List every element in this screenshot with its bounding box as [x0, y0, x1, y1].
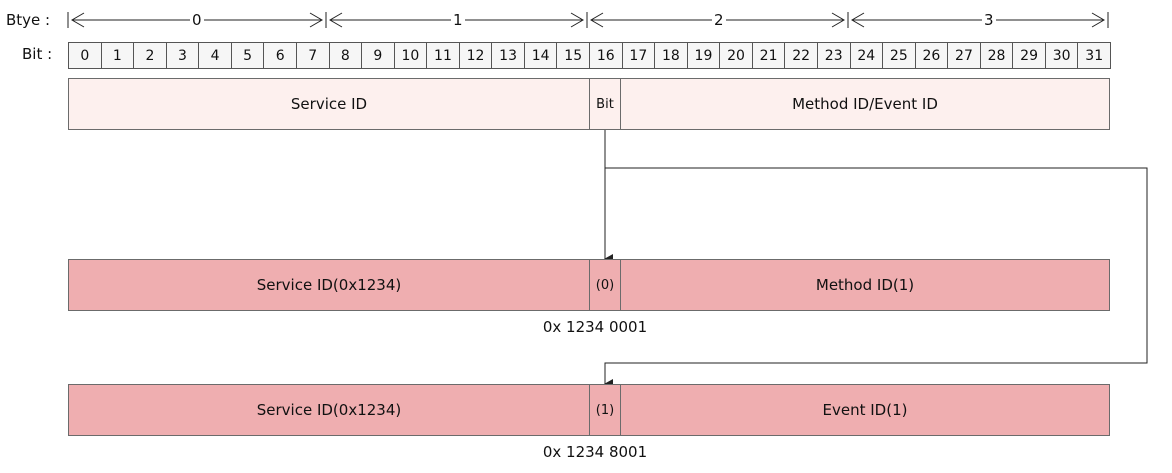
bit-number-cell: 27	[947, 42, 981, 69]
bit-number-cell: 15	[556, 42, 590, 69]
bit-number-cell: 22	[784, 42, 818, 69]
bit-number-cell: 13	[491, 42, 525, 69]
bit-number-cell: 14	[523, 42, 558, 69]
event-service-id-label: Service ID(0x1234)	[256, 401, 402, 419]
bit-number-cell: 30	[1044, 42, 1079, 69]
flag-bit-field: Bit	[589, 78, 621, 130]
bit-number-cell: 25	[882, 42, 916, 69]
service-id-field: Service ID	[68, 78, 590, 130]
bit-number-cell: 2	[133, 42, 167, 69]
bit-number-cell: 0	[68, 42, 102, 69]
event-hex-value: 0x 1234 8001	[542, 443, 648, 461]
bit-number-cell: 3	[165, 42, 200, 69]
service-id-label: Service ID	[290, 95, 368, 113]
method-id-label: Method ID(1)	[815, 276, 915, 294]
bit-number-cell: 10	[393, 42, 428, 69]
method-service-id-label: Service ID(0x1234)	[256, 276, 402, 294]
bit-number-cell: 20	[719, 42, 753, 69]
event-id-label: Event ID(1)	[822, 401, 908, 419]
bit-number-cell: 19	[686, 42, 721, 69]
event-id-field: Event ID(1)	[620, 384, 1110, 436]
byte-label: 3	[984, 11, 994, 29]
bit-number-cell: 1	[100, 42, 135, 69]
method-flag-bit-field: (0)	[589, 259, 621, 311]
byte-label: 1	[453, 11, 463, 29]
bit-axis-label: Bit :	[22, 45, 53, 63]
byte-axis-label: Btye :	[6, 11, 51, 29]
bit-number-cell: 31	[1077, 42, 1111, 69]
byte-label: 0	[192, 11, 202, 29]
method-hex-value: 0x 1234 0001	[542, 318, 648, 336]
event-service-id-field: Service ID(0x1234)	[68, 384, 590, 436]
byte-3-range-arrow	[851, 12, 1105, 28]
method-service-id-field: Service ID(0x1234)	[68, 259, 590, 311]
bit-number-cell: 17	[621, 42, 656, 69]
bit-number-cell: 4	[198, 42, 232, 69]
bit-number-cell: 9	[361, 42, 395, 69]
bit-number-cell: 12	[458, 42, 493, 69]
byte-0-range-arrow	[71, 12, 323, 28]
byte-label: 2	[714, 11, 724, 29]
bit-number-cell: 8	[328, 42, 363, 69]
byte-2-range-arrow	[590, 12, 845, 28]
bit-number-cell: 29	[1012, 42, 1046, 69]
bit-number-cell: 28	[979, 42, 1014, 69]
bit-number-cell: 26	[914, 42, 949, 69]
method-id-field: Method ID(1)	[620, 259, 1110, 311]
byte-1-range-arrow	[329, 12, 584, 28]
bit-number-cell: 23	[816, 42, 851, 69]
connector-to-event-row	[604, 167, 1148, 389]
bit-number-cell: 21	[751, 42, 786, 69]
bit-number-cell: 24	[849, 42, 884, 69]
method-event-id-label: Method ID/Event ID	[792, 95, 938, 113]
flag-bit-label: Bit	[596, 96, 614, 112]
bit-number-cell: 5	[230, 42, 265, 69]
bit-number-cell: 6	[263, 42, 297, 69]
bit-number-cell: 18	[654, 42, 688, 69]
bit-number-cell: 16	[589, 42, 623, 69]
method-event-id-field: Method ID/Event ID	[620, 78, 1110, 130]
bit-number-cell: 7	[295, 42, 330, 69]
event-flag-bit-field: (1)	[589, 384, 621, 436]
method-flag-bit-label: (0)	[595, 277, 615, 293]
bit-number-cell: 11	[426, 42, 460, 69]
event-flag-bit-label: (1)	[595, 402, 615, 418]
